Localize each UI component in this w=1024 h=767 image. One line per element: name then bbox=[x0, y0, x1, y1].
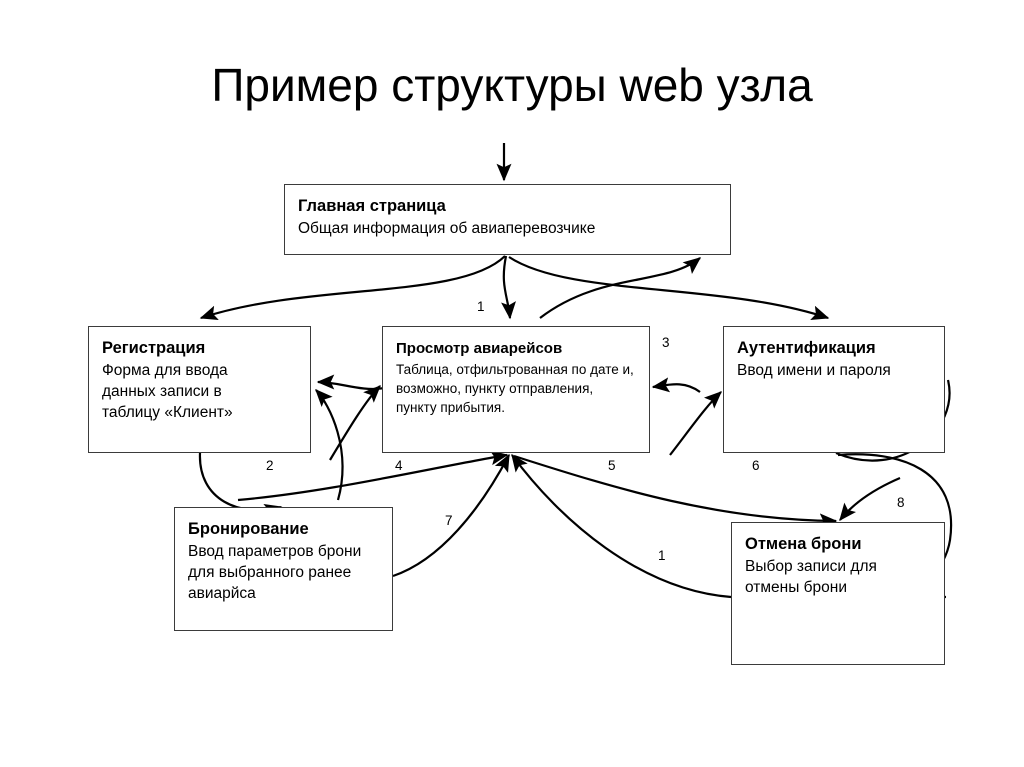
edge-auth-cancel-head bbox=[839, 476, 901, 522]
edge-auth-flights bbox=[651, 377, 701, 393]
edge-label-5: 5 bbox=[608, 458, 616, 473]
node-auth-title: Аутентификация bbox=[737, 339, 876, 357]
node-cancel-desc: Выбор записи для отмены брони bbox=[745, 558, 877, 596]
node-flights-desc: Таблица, отфильтрованная по дате и, возм… bbox=[396, 362, 634, 415]
node-registration-desc: Форма для ввода данных записи в таблицу … bbox=[102, 362, 233, 421]
edge-home-auth bbox=[508, 256, 830, 320]
node-auth[interactable]: Аутентификация Ввод имени и пароля bbox=[723, 326, 945, 453]
edge-label-6: 6 bbox=[752, 458, 760, 473]
node-registration[interactable]: Регистрация Форма для ввода данных запис… bbox=[88, 326, 311, 453]
edge-label-4: 4 bbox=[395, 458, 403, 473]
edge-label-1b: 1 bbox=[658, 548, 666, 563]
edge-label-7: 7 bbox=[445, 513, 453, 528]
node-home-title: Главная страница bbox=[298, 197, 446, 215]
edge-label-1: 1 bbox=[477, 299, 485, 314]
edge-label-3: 3 bbox=[662, 335, 670, 350]
node-registration-title: Регистрация bbox=[102, 339, 206, 357]
edge-home-flights bbox=[501, 255, 516, 320]
node-auth-desc: Ввод имени и пароля bbox=[737, 362, 891, 379]
node-booking[interactable]: Бронирование Ввод параметров брони для в… bbox=[174, 507, 393, 631]
node-booking-title: Бронирование bbox=[188, 520, 309, 538]
edge-flights-auth bbox=[669, 391, 722, 456]
edge-cancel-flights bbox=[511, 453, 732, 599]
node-cancel[interactable]: Отмена брони Выбор записи для отмены бро… bbox=[731, 522, 945, 665]
edge-flights-home bbox=[539, 257, 702, 319]
node-home-desc: Общая информация об авиаперевозчике bbox=[298, 220, 596, 237]
edge-flights-registration bbox=[316, 374, 386, 390]
node-flights-title: Просмотр авиарейсов bbox=[396, 340, 563, 357]
page-title: Пример структуры web узла bbox=[211, 59, 813, 111]
edge-booking-registration bbox=[315, 389, 344, 501]
node-booking-desc: Ввод параметров брони для выбранного ран… bbox=[188, 543, 362, 602]
edge-registration-flights bbox=[329, 385, 381, 461]
node-home[interactable]: Главная страница Общая информация об ави… bbox=[284, 184, 731, 255]
edge-lower-left-flights bbox=[237, 450, 509, 502]
edge-label-2: 2 bbox=[266, 458, 274, 473]
node-cancel-title: Отмена брони bbox=[745, 535, 862, 553]
edge-home-registration bbox=[199, 255, 506, 321]
edge-label-8: 8 bbox=[897, 495, 905, 510]
edge-flights-cancel bbox=[513, 454, 838, 529]
node-flights[interactable]: Просмотр авиарейсов Таблица, отфильтрова… bbox=[382, 326, 650, 453]
